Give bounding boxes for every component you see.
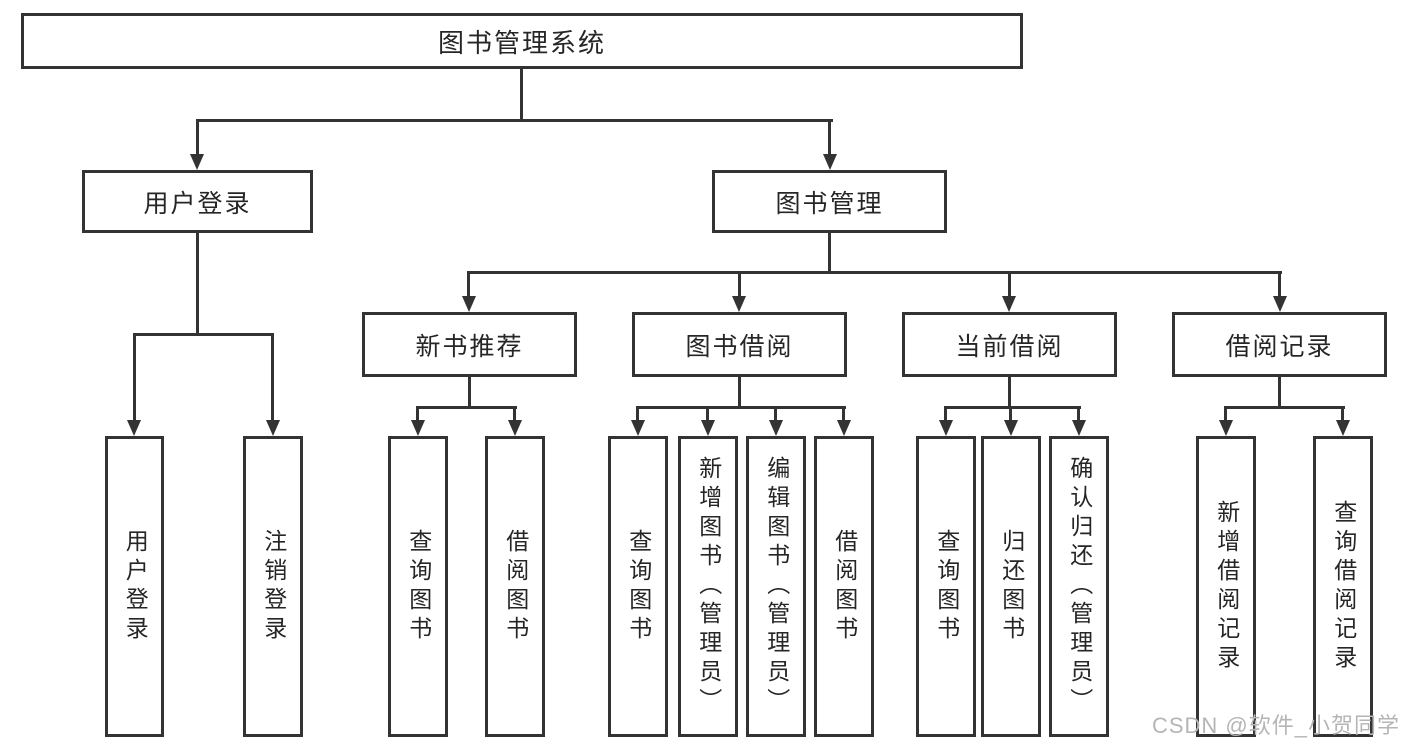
arrow-down-icon	[127, 420, 141, 436]
node-borrow-books-borrowing: 借阅图书	[814, 436, 874, 737]
node-label: 查询图书	[405, 528, 432, 645]
node-edit-book-admin: 编辑图书（管理员）	[746, 436, 806, 737]
node-label: 编辑图书（管理员）	[763, 456, 790, 717]
node-query-borrow-record: 查询借阅记录	[1313, 436, 1373, 737]
node-return-book: 归还图书	[981, 436, 1041, 737]
node-label: 图书借阅	[685, 332, 794, 361]
node-label: 当前借阅	[955, 332, 1064, 361]
connector-line	[944, 406, 1081, 409]
node-library-management-system: 图书管理系统	[21, 13, 1023, 69]
node-label: 注销登录	[260, 528, 287, 645]
connector-line	[636, 406, 639, 422]
node-label: 借阅记录	[1225, 332, 1334, 361]
connector-line	[1009, 406, 1012, 422]
connector-line	[944, 406, 947, 422]
arrow-down-icon	[631, 420, 645, 436]
node-label: 借阅图书	[831, 528, 858, 645]
connector-line	[416, 406, 517, 409]
arrow-down-icon	[190, 154, 204, 170]
node-label: 图书管理系统	[437, 27, 606, 58]
node-label: 图书管理	[775, 189, 884, 218]
node-label: 借阅图书	[502, 528, 529, 645]
node-query-books-borrowing: 查询图书	[608, 436, 668, 737]
arrow-down-icon	[1072, 420, 1086, 436]
node-label: 确认归还（管理员）	[1066, 456, 1093, 717]
connector-line	[196, 119, 833, 122]
arrow-down-icon	[732, 296, 746, 312]
arrow-down-icon	[266, 420, 280, 436]
node-label: 新书推荐	[415, 332, 524, 361]
node-label: 归还图书	[998, 528, 1025, 645]
connector-line	[468, 377, 471, 408]
node-label: 用户登录	[143, 189, 252, 218]
arrow-down-icon	[1002, 296, 1016, 312]
arrow-down-icon	[1336, 420, 1350, 436]
node-borrowing-records: 借阅记录	[1172, 312, 1387, 377]
node-label: 查询图书	[625, 528, 652, 645]
connector-line	[1278, 271, 1281, 300]
connector-line	[1224, 406, 1345, 409]
connector-line	[1341, 406, 1344, 422]
connector-line	[842, 406, 845, 422]
node-label: 新增图书（管理员）	[695, 456, 722, 717]
connector-line	[467, 271, 470, 300]
arrow-down-icon	[508, 420, 522, 436]
node-add-borrow-record: 新增借阅记录	[1196, 436, 1256, 737]
connector-line	[416, 406, 419, 422]
connector-line	[271, 333, 274, 422]
arrow-down-icon	[1004, 420, 1018, 436]
connector-line	[1008, 271, 1011, 300]
connector-line	[133, 333, 274, 336]
arrow-down-icon	[837, 420, 851, 436]
arrow-down-icon	[939, 420, 953, 436]
connector-line	[133, 333, 136, 422]
connector-line	[196, 119, 199, 159]
arrow-down-icon	[701, 420, 715, 436]
node-add-book-admin: 新增图书（管理员）	[678, 436, 738, 737]
connector-line	[1008, 377, 1011, 408]
connector-line	[738, 377, 741, 408]
arrow-down-icon	[823, 154, 837, 170]
arrow-down-icon	[462, 296, 476, 312]
arrow-down-icon	[1219, 420, 1233, 436]
node-logout: 注销登录	[243, 436, 303, 737]
node-new-book-recommend: 新书推荐	[362, 312, 577, 377]
connector-line	[738, 271, 741, 300]
connector-line	[636, 406, 846, 409]
connector-line	[828, 119, 831, 159]
node-query-books-current: 查询图书	[916, 436, 976, 737]
node-user-login: 用户登录	[82, 170, 313, 233]
connector-line	[828, 232, 831, 274]
node-user-login-action: 用户登录	[105, 436, 164, 737]
connector-line	[196, 232, 199, 336]
connector-line	[774, 406, 777, 422]
node-book-borrowing: 图书借阅	[632, 312, 847, 377]
node-borrow-books-recommend: 借阅图书	[485, 436, 545, 737]
connector-line	[1077, 406, 1080, 422]
node-label: 查询图书	[933, 528, 960, 645]
node-current-borrowing: 当前借阅	[902, 312, 1117, 377]
node-confirm-return-admin: 确认归还（管理员）	[1049, 436, 1109, 737]
connector-line	[468, 271, 1282, 274]
connector-line	[520, 68, 523, 121]
node-book-management: 图书管理	[712, 170, 947, 233]
node-label: 新增借阅记录	[1213, 499, 1240, 674]
arrow-down-icon	[411, 420, 425, 436]
connector-line	[513, 406, 516, 422]
arrow-down-icon	[769, 420, 783, 436]
node-label: 查询借阅记录	[1330, 499, 1357, 674]
watermark-text: CSDN @软件_小贺同学	[1151, 713, 1400, 738]
connector-line	[706, 406, 709, 422]
arrow-down-icon	[1273, 296, 1287, 312]
node-label: 用户登录	[122, 528, 149, 645]
connector-line	[1278, 377, 1281, 408]
node-query-books-recommend: 查询图书	[388, 436, 448, 737]
connector-line	[1224, 406, 1227, 422]
